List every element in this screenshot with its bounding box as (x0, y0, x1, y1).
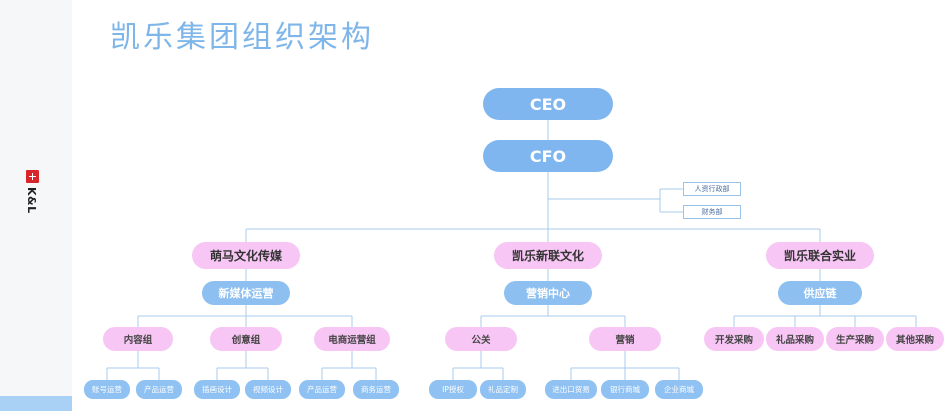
team-node: 视频设计 (245, 380, 291, 399)
company-node-1: 萌马文化传媒 (192, 242, 300, 269)
admin-hr-node: 人资行政部 (683, 182, 741, 196)
team-node: 插画设计 (194, 380, 240, 399)
sidebar: K&L (0, 0, 72, 411)
center-node-3: 供应链 (778, 281, 862, 305)
brand-logo-icon (26, 170, 39, 183)
page-title: 凯乐集团组织架构 (110, 20, 374, 55)
team-node: 企业商城 (655, 380, 703, 399)
team-node: 银行商城 (601, 380, 649, 399)
group-node: 开发采购 (704, 327, 764, 351)
team-node: 账号运营 (84, 380, 130, 399)
team-node: 商务运营 (353, 380, 399, 399)
group-node: 公关 (445, 327, 517, 351)
center-node-1: 新媒体运营 (202, 281, 290, 305)
admin-finance-node: 财务部 (683, 205, 741, 219)
group-node: 礼品采购 (766, 327, 824, 351)
sidebar-accent-bar (0, 396, 72, 411)
team-node: 产品运营 (136, 380, 182, 399)
group-node: 营销 (589, 327, 661, 351)
team-node: IP授权 (429, 380, 477, 399)
group-node: 创意组 (210, 327, 282, 351)
brand-logo-text: K&L (25, 187, 38, 214)
group-node: 生产采购 (826, 327, 884, 351)
ceo-node: CEO (483, 88, 613, 120)
team-node: 礼品定制 (480, 380, 526, 399)
team-node: 产品运营 (299, 380, 345, 399)
team-node: 进出口贸易 (545, 380, 597, 399)
group-node: 其他采购 (886, 327, 944, 351)
company-node-3: 凯乐联合实业 (766, 242, 874, 269)
cfo-node: CFO (483, 140, 613, 172)
group-node: 电商运营组 (314, 327, 390, 351)
group-node: 内容组 (103, 327, 173, 351)
center-node-2: 营销中心 (504, 281, 592, 305)
company-node-2: 凯乐新联文化 (494, 242, 602, 269)
